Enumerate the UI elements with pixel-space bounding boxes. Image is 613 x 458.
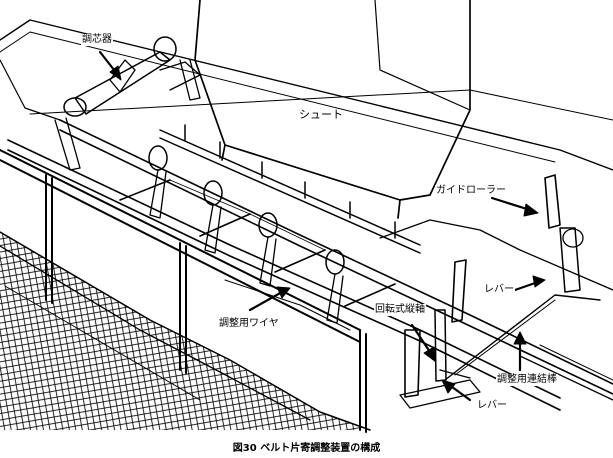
label-lever-top: レバー [483,284,515,296]
label-rotating-vertical-shaft: 回転式縦軸 [374,304,426,316]
label-lever-bottom: レバー [476,400,508,412]
adjusting-link-rod [444,294,601,381]
centering-idler [54,36,201,171]
label-chute: シュート [299,108,343,121]
skirt-board [159,124,421,254]
label-adjusting-wire: 調整用ワイヤ [218,318,280,330]
leader-arrows [98,50,546,402]
adjusting-wire [224,279,351,331]
label-guide-roller: ガイドローラー [435,185,507,197]
guide-roller [544,174,584,293]
label-adjusting-link-rod: 調整用連結棒 [496,374,558,386]
conveyor-frame [0,59,613,411]
label-centering-idler: 調芯器 [81,34,113,46]
belt [0,19,613,401]
carrying-idlers [148,145,345,324]
rotating-shaft-assembly [399,259,481,409]
figure-caption: 図30 ベルト片寄調整装置の構成 [232,443,381,454]
handrail [0,149,367,433]
